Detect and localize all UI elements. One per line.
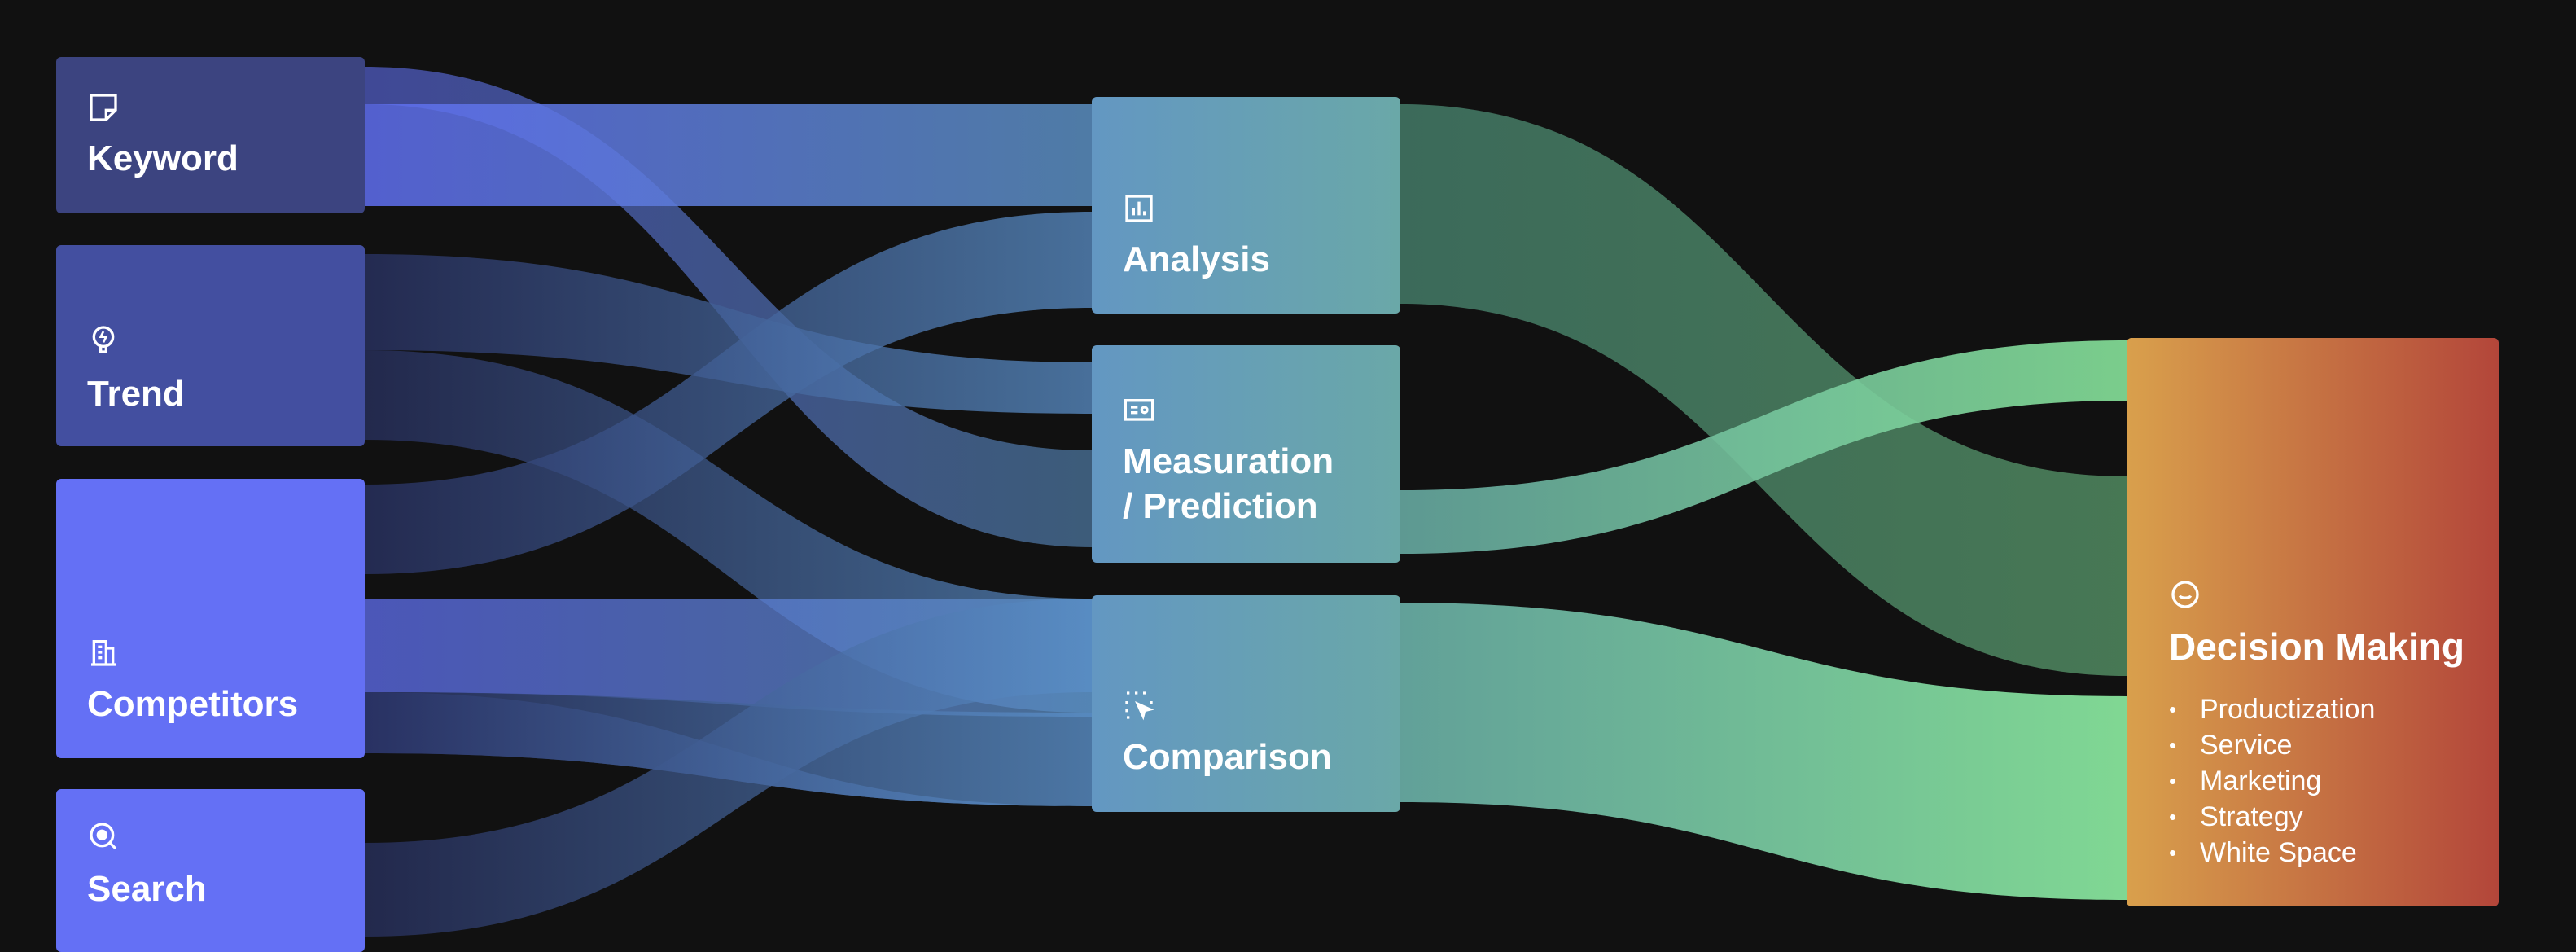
- link-measure-decision: [1400, 340, 2127, 554]
- node-label-line2: / Prediction: [1123, 486, 1318, 526]
- list-item: Productization: [2169, 691, 2375, 727]
- chat-smile-icon: [2169, 578, 2201, 611]
- sticky-note-icon: [87, 91, 120, 124]
- link-keyword-measure: [365, 67, 1092, 547]
- link-trend-measure: [365, 254, 1092, 414]
- select-cursor-icon: [1123, 689, 1155, 722]
- node-label: Comparison: [1123, 737, 1332, 777]
- lightbulb-icon: [87, 323, 120, 356]
- link-competitors-analysis: [365, 212, 1092, 574]
- node-trend: Trend: [56, 245, 365, 446]
- node-label: Analysis: [1123, 239, 1270, 279]
- list-item: Strategy: [2169, 799, 2375, 835]
- node-label: Trend: [87, 374, 185, 414]
- node-label: Decision Making: [2169, 625, 2464, 668]
- presentation-icon: [1123, 395, 1155, 428]
- link-analysis-decision: [1400, 104, 2127, 676]
- node-competitors: Competitors: [56, 479, 365, 758]
- building-icon: [87, 636, 120, 669]
- node-label: Competitors: [87, 684, 299, 724]
- node-label-line1: Measuration: [1123, 441, 1334, 481]
- node-keyword: Keyword: [56, 57, 365, 213]
- node-analysis: Analysis: [1092, 97, 1400, 314]
- bar-chart-icon: [1123, 192, 1155, 225]
- node-measuration-prediction: Measuration / Prediction: [1092, 345, 1400, 563]
- list-item: White Space: [2169, 835, 2375, 871]
- node-label: Keyword: [87, 138, 239, 178]
- decision-list: Productization Service Marketing Strateg…: [2169, 691, 2375, 871]
- link-comparison-decision: [1400, 603, 2127, 900]
- search-zoom-icon: [87, 820, 120, 853]
- node-comparison: Comparison: [1092, 595, 1400, 812]
- node-decision-making: Decision Making Productization Service M…: [2127, 338, 2499, 906]
- list-item: Service: [2169, 727, 2375, 763]
- link-keyword-analysis: [365, 104, 1092, 206]
- list-item: Marketing: [2169, 763, 2375, 799]
- node-label: Search: [87, 869, 207, 909]
- node-search: Search: [56, 789, 365, 952]
- link-search-analysis: [365, 599, 1092, 937]
